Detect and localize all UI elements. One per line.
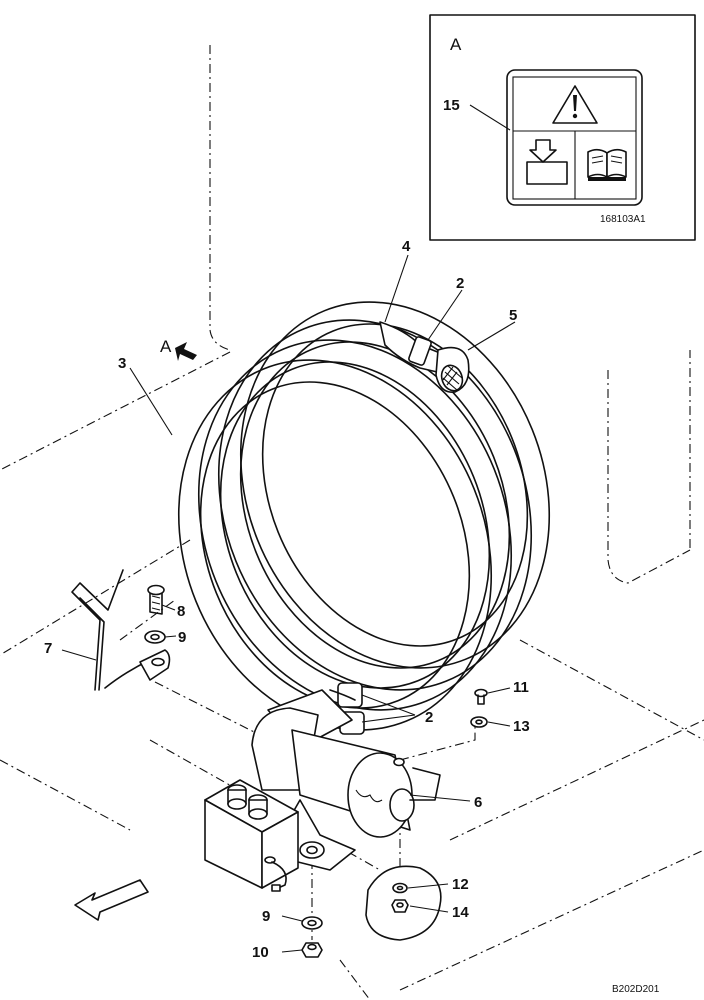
frame-outlines xyxy=(0,45,704,1000)
callout-9-lower: 9 xyxy=(262,908,270,925)
callout-8: 8 xyxy=(177,603,185,620)
callout-3: 3 xyxy=(118,355,126,372)
callout-4: 4 xyxy=(402,238,411,255)
washer-13 xyxy=(470,716,488,728)
drawing-code: B202D201 xyxy=(612,984,660,995)
decal-code: 168103A1 xyxy=(600,214,646,225)
callout-9-upper: 9 xyxy=(178,629,186,646)
callout-numbers: 4 2 5 3 8 9 7 11 2 13 6 12 14 9 10 xyxy=(44,238,530,961)
callout-14: 14 xyxy=(452,904,469,921)
callout-2-mid: 2 xyxy=(425,709,433,726)
inset-frame xyxy=(429,14,696,241)
view-arrow-label: A xyxy=(160,337,172,356)
warning-triangle-icon xyxy=(552,85,598,124)
nut-14 xyxy=(391,899,409,913)
callout-5: 5 xyxy=(509,307,517,324)
hose-clamp-top xyxy=(408,336,432,366)
callout-7: 7 xyxy=(44,640,52,657)
hose-end-strainer xyxy=(379,321,470,393)
coiled-hose xyxy=(177,301,551,731)
washer-9-upper xyxy=(144,630,166,644)
washer-9-lower xyxy=(301,916,323,930)
manual-book-icon xyxy=(587,148,627,181)
washer-12 xyxy=(392,882,408,894)
callout-6: 6 xyxy=(474,794,482,811)
callout-12: 12 xyxy=(452,876,469,893)
view-a-arrow-icon xyxy=(175,342,197,361)
nut-10 xyxy=(301,942,323,958)
inset-view-letter: A xyxy=(450,35,462,54)
callout-13: 13 xyxy=(513,718,530,735)
front-direction-arrow-icon xyxy=(74,879,149,921)
callout-11: 11 xyxy=(513,679,529,696)
callout-10: 10 xyxy=(252,944,269,961)
bolt-8 xyxy=(147,584,165,615)
leader-15 xyxy=(469,104,511,131)
switch-box xyxy=(204,779,299,892)
decal-outer xyxy=(506,69,643,206)
refuel-arrow-icon xyxy=(526,139,568,185)
callout-15: 15 xyxy=(443,97,460,114)
leader-lines xyxy=(61,254,516,953)
inset-view-a: A 15 168103A1 xyxy=(429,14,696,241)
mounting-base xyxy=(365,865,442,941)
screw-11 xyxy=(474,688,488,705)
bracket-rod xyxy=(71,569,171,691)
callout-2-top: 2 xyxy=(456,275,464,292)
